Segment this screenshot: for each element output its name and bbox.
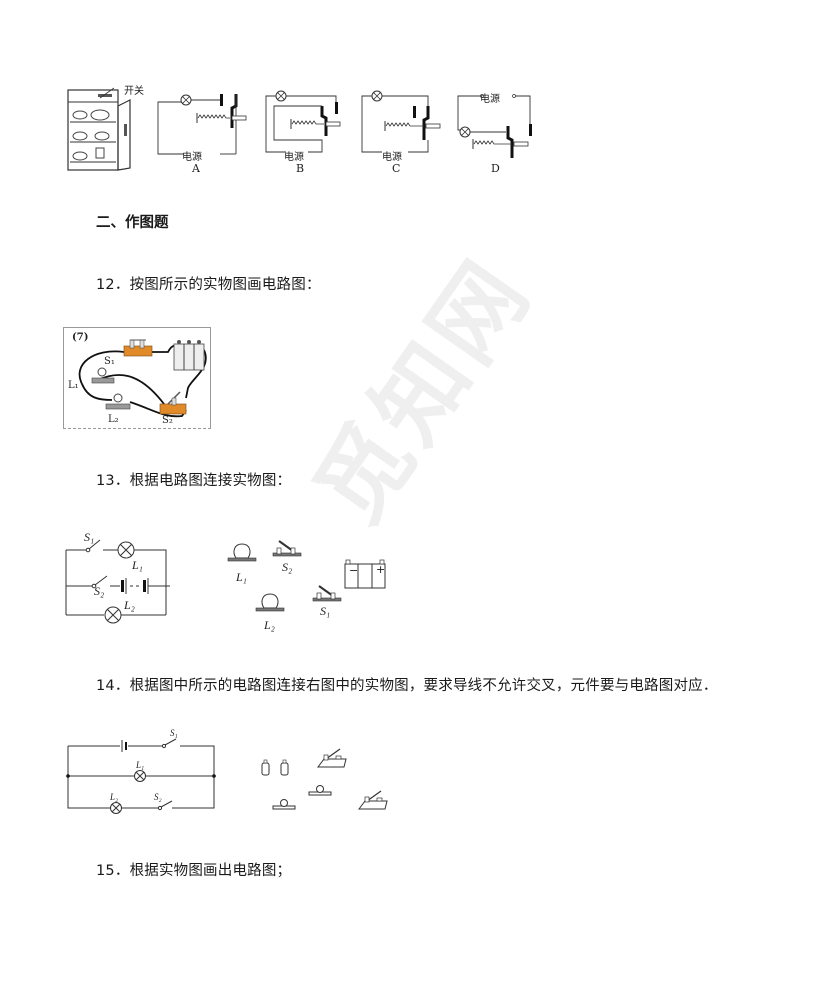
question-number: 15． bbox=[96, 863, 130, 879]
question-text: 根据电路图连接实物图： bbox=[129, 473, 292, 489]
option-b-power-label: 电源 bbox=[284, 152, 304, 163]
option-c-circuit bbox=[361, 90, 441, 153]
label-s1: S₁ bbox=[104, 356, 115, 367]
q14-battery-cell-2 bbox=[280, 759, 289, 776]
option-b-circuit bbox=[265, 90, 341, 153]
question-text: 根据实物图画出电路图； bbox=[129, 863, 292, 879]
option-a-circuit bbox=[157, 94, 247, 155]
label-l1-physical: L₁ bbox=[236, 570, 247, 584]
label-l2-physical: L₂ bbox=[264, 618, 275, 632]
q14-switch-2 bbox=[358, 790, 388, 810]
switch-label: 开关 bbox=[124, 86, 144, 97]
q13-circuit-diagram bbox=[65, 539, 170, 624]
question-13: 13．根据电路图连接实物图： bbox=[96, 469, 291, 490]
option-a-letter: A bbox=[192, 162, 200, 175]
option-d-power-label: 电源 bbox=[480, 94, 500, 105]
option-c-power-label: 电源 bbox=[382, 152, 402, 163]
question-12: 12．按图所示的实物图画电路图： bbox=[96, 273, 321, 294]
option-b-letter: B bbox=[296, 162, 305, 175]
q13-bulb-l2 bbox=[255, 593, 285, 612]
question-number: 14． bbox=[96, 678, 130, 694]
q13-switch-s1 bbox=[312, 585, 342, 602]
option-d-letter: D bbox=[491, 162, 500, 175]
option-d-circuit bbox=[457, 94, 532, 158]
physical-circuit-q12 bbox=[78, 339, 207, 418]
q14-battery-cell-1 bbox=[261, 759, 270, 776]
question-15: 15．根据实物图画出电路图； bbox=[96, 859, 291, 880]
label-l2: L₂ bbox=[124, 598, 135, 612]
q14-bulb-1 bbox=[308, 785, 332, 796]
q14-circuit-diagram bbox=[66, 738, 216, 814]
question-text: 按图所示的实物图画电路图： bbox=[129, 277, 321, 293]
option-a-power-label: 电源 bbox=[182, 152, 202, 163]
label-l2: L₂ bbox=[108, 414, 119, 425]
label-s1: S₁ bbox=[170, 728, 178, 738]
q13-bulb-l1 bbox=[227, 543, 257, 562]
label-l2: L₂ bbox=[110, 792, 119, 802]
label-l1: L₁ bbox=[132, 558, 143, 572]
label-s2: S₂ bbox=[94, 584, 105, 598]
q13-switch-s2 bbox=[272, 540, 302, 557]
label-s2: S₂ bbox=[154, 792, 162, 802]
label-s2-physical: S₂ bbox=[282, 560, 293, 574]
option-c-letter: C bbox=[392, 162, 401, 175]
question-number: 12． bbox=[96, 277, 130, 293]
label-s1-physical: S₁ bbox=[320, 604, 331, 618]
label-l1: L₁ bbox=[68, 380, 79, 391]
battery-plus: + bbox=[376, 563, 386, 576]
q11-figure: 开关 电源 A 电源 B bbox=[62, 82, 542, 178]
question-14: 14．根据图中所示的电路图连接右图中的实物图，要求导线不允许交叉，元件要与电路图… bbox=[96, 674, 718, 695]
section-title: 二、作图题 bbox=[96, 215, 169, 231]
battery-minus: − bbox=[349, 564, 359, 577]
label-l1: L₁ bbox=[136, 760, 145, 770]
question-number: 13． bbox=[96, 473, 130, 489]
q14-switch-1 bbox=[317, 748, 347, 768]
q13-battery bbox=[344, 559, 386, 589]
label-s1: S₁ bbox=[84, 530, 95, 544]
q14-bulb-2 bbox=[272, 799, 296, 810]
figure-tag: (7) bbox=[72, 332, 89, 343]
cabinet-illustration bbox=[67, 87, 131, 171]
q12-figure: (7) S₁ L₁ L₂ S₂ bbox=[63, 327, 211, 429]
label-s2: S₂ bbox=[162, 415, 173, 426]
question-text: 根据图中所示的电路图连接右图中的实物图，要求导线不允许交叉，元件要与电路图对应． bbox=[129, 678, 718, 694]
